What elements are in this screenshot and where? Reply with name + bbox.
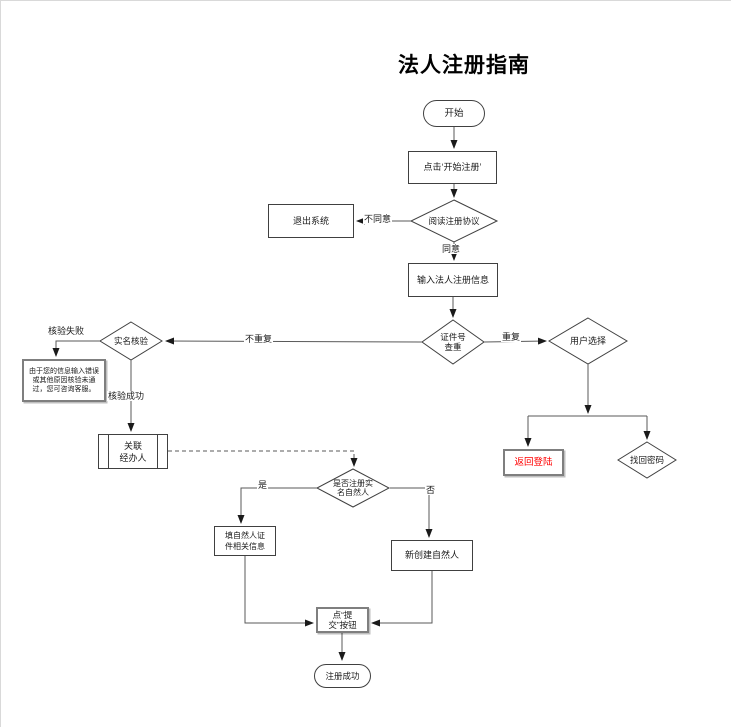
predefined-process-bar-left — [108, 435, 109, 468]
fill-natural-line1: 填自然人证 — [225, 531, 265, 540]
associate-handler-node: 关联 经办人 — [98, 434, 168, 469]
edge-label-verify-fail: 核验失败 — [47, 326, 86, 336]
edge-label-agree: 同意 — [441, 244, 462, 254]
fill-natural-node: 填自然人证 件相关信息 — [214, 526, 276, 556]
associate-handler-line1: 关联 — [123, 440, 142, 451]
edge-label-disagree: 不同意 — [363, 214, 393, 224]
edge-registernatural-yes — [237, 487, 317, 524]
register-natural-line1: 是否注册实 — [333, 478, 373, 488]
page-title: 法人注册指南 — [398, 53, 530, 77]
submit-node: 点“提 交”按钮 — [316, 607, 369, 633]
start-node: 开始 — [423, 100, 485, 127]
edge-label-no: 否 — [425, 485, 437, 495]
submit-line2: 交”按钮 — [328, 620, 357, 630]
input-info-node: 输入法人注册信息 — [408, 263, 498, 297]
fail-note-line2: 或其他原因核验未通 — [32, 377, 96, 384]
success-node: 注册成功 — [314, 664, 371, 688]
register-natural-label: 是否注册实 名自然人 — [316, 478, 390, 498]
edge-label-not-duplicate: 不重复 — [244, 334, 274, 344]
id-check-diamond — [421, 319, 485, 365]
edge-createnatural-to-submit — [371, 571, 433, 627]
edge-realname-to-failnote — [52, 340, 100, 357]
fail-note-line3: 过，您可咨询客服。 — [32, 386, 96, 393]
real-name-check-label: 实名核验 — [113, 336, 148, 346]
register-natural-diamond — [315, 468, 391, 508]
fail-note-box: 由于您的信息输入错误 或其他原因核验未通 过，您可咨询客服。 — [22, 359, 106, 402]
id-check-line2: 查重 — [444, 342, 462, 352]
register-natural-line2: 名自然人 — [337, 488, 369, 497]
find-password-diamond — [617, 441, 677, 479]
create-natural-node: 新创建自然人 — [391, 540, 473, 571]
edge-idcheck-to-realname — [165, 337, 423, 345]
submit-line1: 点“提 — [332, 609, 353, 620]
find-password-label: 找回密码 — [629, 455, 664, 465]
edge-label-yes: 是 — [257, 480, 269, 490]
return-login-node: 返回登陆 — [503, 449, 564, 476]
predefined-process-bar-right — [157, 435, 158, 468]
edge-registernatural-no — [390, 487, 433, 538]
edge-fillnatural-to-submit — [244, 556, 314, 627]
edge-handler-to-registernatural-dashed — [168, 450, 358, 467]
user-choice-label: 用户选择 — [569, 336, 606, 346]
click-register-node: 点击‘开始注册’ — [408, 151, 497, 184]
fill-natural-line2: 件相关信息 — [225, 542, 265, 551]
read-agreement-label: 阅读注册协议 — [428, 216, 480, 226]
associate-handler-line2: 经办人 — [119, 452, 147, 463]
edge-label-duplicate: 重复 — [501, 332, 522, 342]
edge-label-verify-success: 核验成功 — [107, 391, 146, 401]
id-check-label: 证件号 查重 — [423, 331, 483, 353]
id-check-line1: 证件号 — [440, 332, 466, 342]
exit-system-node: 退出系统 — [268, 204, 354, 238]
fail-note-line1: 由于您的信息输入错误 — [29, 368, 99, 375]
